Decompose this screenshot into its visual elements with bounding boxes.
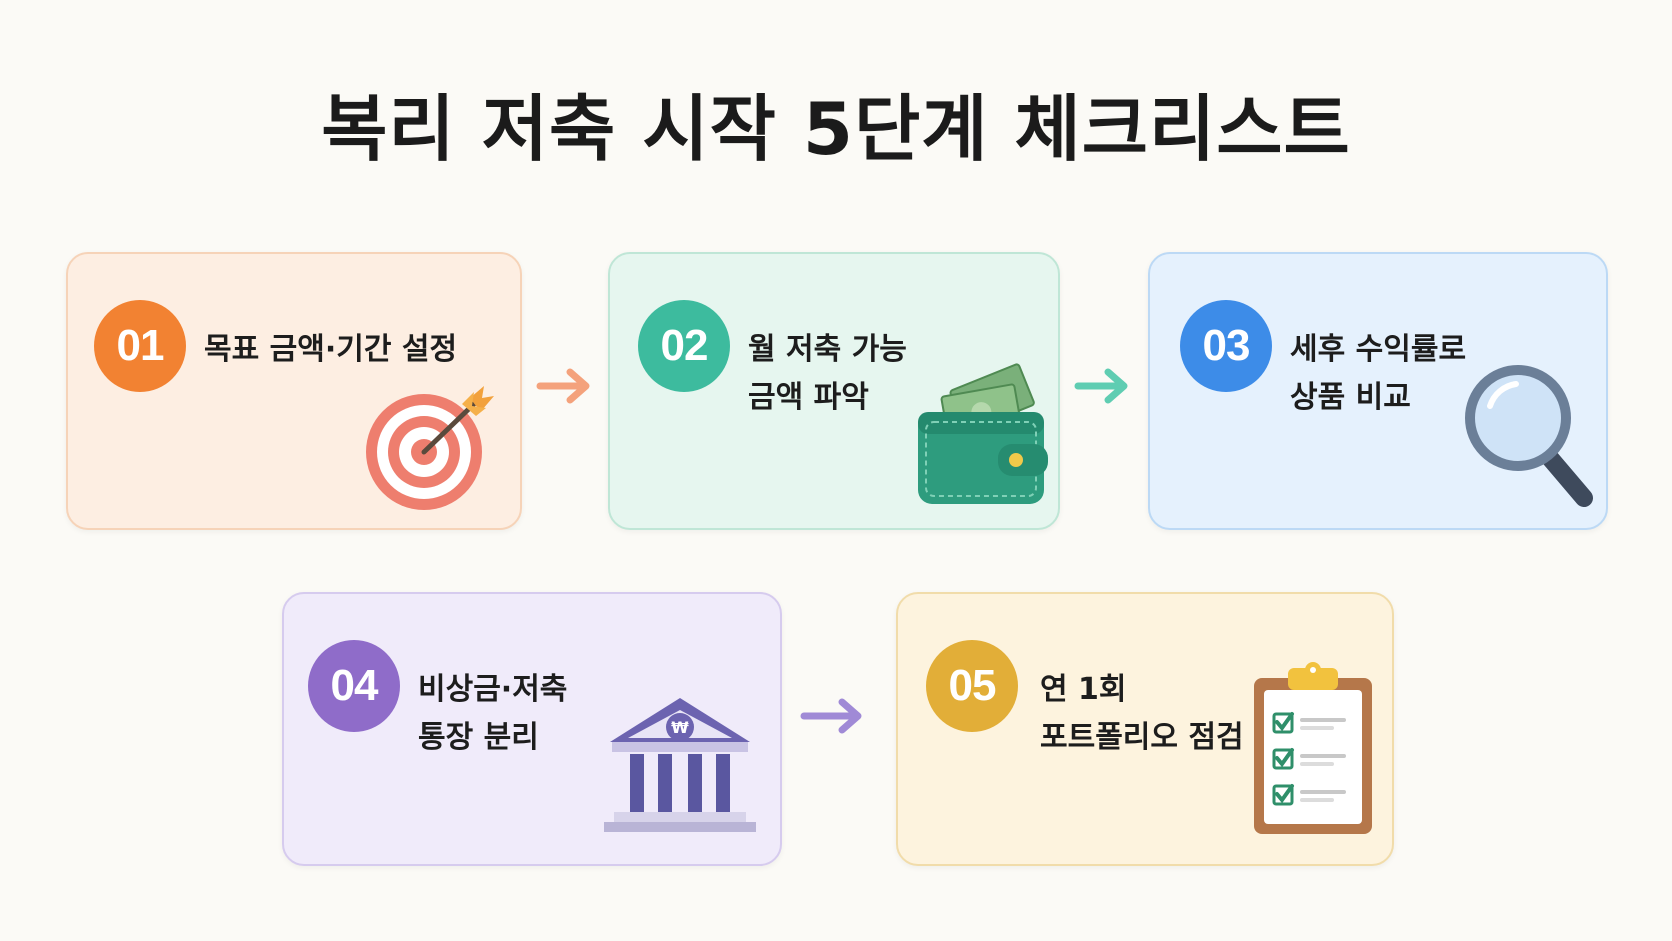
arrow-right-icon xyxy=(536,368,590,404)
step-number-badge: 03 xyxy=(1180,300,1272,392)
clipboard-checklist-icon xyxy=(1254,662,1372,834)
magnifier-icon xyxy=(1465,365,1593,507)
step-label: 월 저축 가능 금액 파악 xyxy=(748,332,907,415)
wallet-icon xyxy=(918,363,1048,504)
step-card-2: 02 월 저축 가능 금액 파악 xyxy=(608,252,1060,530)
step-card-5: 05 연 1회 포트폴리오 점검 xyxy=(896,592,1394,866)
step-card-1: 01 목표 금액·기간 설정 xyxy=(66,252,522,530)
step-number-badge: 04 xyxy=(308,640,400,732)
step-number-badge: 02 xyxy=(638,300,730,392)
won-symbol: ₩ xyxy=(671,718,689,737)
step-number-badge: 01 xyxy=(94,300,186,392)
arrow-right-icon xyxy=(800,698,862,734)
page-title: 복리 저축 시작 5단계 체크리스트 xyxy=(321,87,1351,171)
step-label: 비상금·저축 통장 분리 xyxy=(418,672,568,755)
step-card-4: 04 비상금·저축 통장 분리 ₩ xyxy=(282,592,782,866)
target-icon xyxy=(366,386,494,510)
step-label: 목표 금액·기간 설정 xyxy=(204,332,458,367)
bank-icon: ₩ xyxy=(604,698,756,832)
step-label: 연 1회 포트폴리오 점검 xyxy=(1040,672,1244,755)
arrow-right-icon xyxy=(1074,368,1128,404)
step-number-badge: 05 xyxy=(926,640,1018,732)
step-label: 세후 수익률로 상품 비교 xyxy=(1290,332,1467,415)
step-card-3: 03 세후 수익률로 상품 비교 xyxy=(1148,252,1608,530)
